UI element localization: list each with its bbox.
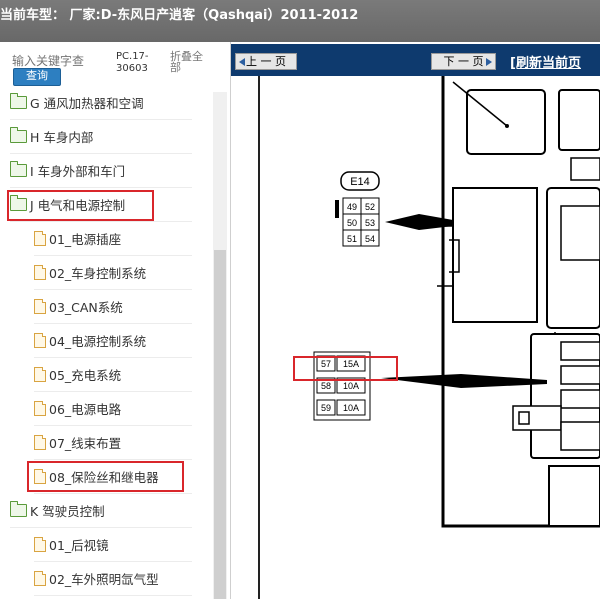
- pin-number: 54: [365, 234, 375, 244]
- tree-leaf-body-control[interactable]: 02_车身控制系统: [34, 256, 192, 290]
- refresh-page-link[interactable]: [刷新当前页: [510, 56, 581, 71]
- document-icon: [34, 265, 46, 280]
- housing-tabs: [437, 225, 453, 287]
- page-margin-line: [258, 76, 260, 599]
- document-icon: [34, 231, 46, 246]
- tree-node-g-hvac[interactable]: G 通风加热器和空调: [10, 86, 192, 120]
- pin-number: 53: [365, 218, 375, 228]
- tree-leaf-label: 08_保险丝和继电器: [49, 470, 159, 485]
- tree-leaf-charging-system[interactable]: 05_充电系统: [34, 358, 192, 392]
- tree-leaf-label: 04_电源控制系统: [49, 334, 147, 349]
- tree-leaf-can-system[interactable]: 03_CAN系统: [34, 290, 192, 324]
- arrow-right-icon: [486, 58, 492, 66]
- housing-latch: [449, 239, 460, 273]
- fuse-number: 59: [321, 403, 331, 413]
- tree-leaf-label: 02_车身控制系统: [49, 266, 147, 281]
- tree-leaf-power-circuit[interactable]: 06_电源电路: [34, 392, 192, 426]
- tree-node-label: H 车身内部: [30, 130, 94, 145]
- tree-leaf-label: 06_电源电路: [49, 402, 122, 417]
- document-icon: [34, 299, 46, 314]
- highlight-box-fuse-57: [293, 356, 398, 381]
- pin-number: 50: [347, 218, 357, 228]
- connector-tag: [340, 171, 380, 191]
- tree-leaf-label: 03_CAN系统: [49, 300, 123, 315]
- leader-line: [452, 81, 508, 127]
- search-input[interactable]: [12, 54, 110, 68]
- pin-number: 51: [347, 234, 357, 244]
- leader-dot: [505, 124, 509, 128]
- next-page-button[interactable]: 下 一 页: [431, 53, 496, 70]
- tree-leaf-label: 02_车外照明氙气型: [49, 572, 159, 587]
- small-block: [570, 157, 600, 181]
- document-icon: [34, 469, 46, 484]
- tree-node-label: K 驾驶员控制: [30, 504, 105, 519]
- tree-node-k-driver-controls[interactable]: K 驾驶员控制: [10, 494, 192, 528]
- window-titlebar: 当前车型： 厂家:D-东风日产逍客（Qashqai）2011-2012: [0, 0, 600, 42]
- tree-node-label: G 通风加热器和空调: [30, 96, 144, 111]
- document-icon: [34, 401, 46, 416]
- pointer-arrow-fuse: [381, 374, 547, 388]
- tree-node-i-exterior[interactable]: I 车身外部和车门: [10, 154, 192, 188]
- bottom-block: [548, 465, 600, 527]
- fuse-rating: 15A: [343, 359, 359, 369]
- tree-leaf-fuses-relays[interactable]: 08_保险丝和继电器: [34, 460, 192, 494]
- pointer-arrow: [385, 214, 453, 230]
- folder-icon: [10, 161, 27, 177]
- tree-leaf-label: 07_线束布置: [49, 436, 122, 451]
- fuse-number: 57: [321, 359, 331, 369]
- tree-leaf-power-outlet[interactable]: 01_电源插座: [34, 222, 192, 256]
- tree-leaf-exterior-lighting[interactable]: 02_车外照明氙气型: [34, 562, 192, 596]
- folder-icon: [10, 127, 27, 143]
- connector-housing: [452, 187, 538, 323]
- search-button[interactable]: 查询: [13, 68, 61, 86]
- prev-page-button[interactable]: 上 一 页: [235, 53, 297, 70]
- pin-key: [335, 200, 339, 218]
- tree-node-j-electrical[interactable]: J 电气和电源控制: [10, 188, 192, 222]
- sidebar: [0, 42, 231, 599]
- tree-leaf-power-control[interactable]: 04_电源控制系统: [34, 324, 192, 358]
- relay-block-right: [558, 89, 600, 151]
- relay-block: [466, 89, 546, 155]
- tree-leaf-label: 01_电源插座: [49, 232, 122, 247]
- tree-leaf-harness-layout[interactable]: 07_线束布置: [34, 426, 192, 460]
- window-title: 当前车型： 厂家:D-东风日产逍客（Qashqai）2011-2012: [0, 8, 359, 23]
- sidebar-scrollbar-thumb[interactable]: [214, 250, 226, 599]
- tree-leaf-label: 01_后视镜: [49, 538, 109, 553]
- fuse-number: 58: [321, 381, 331, 391]
- tree-node-h-interior[interactable]: H 车身内部: [10, 120, 192, 154]
- document-icon: [34, 571, 46, 586]
- folder-open-icon: [10, 195, 27, 211]
- folder-open-icon: [10, 501, 27, 517]
- folder-icon: [10, 93, 27, 109]
- tree-node-label: J 电气和电源控制: [30, 198, 126, 213]
- connector-label: E14: [350, 176, 370, 188]
- document-icon: [34, 333, 46, 348]
- fuse-rating: 10A: [343, 403, 359, 413]
- pin-number: 49: [347, 202, 357, 212]
- collapse-all-button[interactable]: 折叠全部: [170, 50, 203, 74]
- tree-leaf-mirrors[interactable]: 01_后视镜: [34, 528, 192, 562]
- pc-code-label: PC.17- 30603: [116, 51, 149, 74]
- document-icon: [34, 435, 46, 450]
- tree-leaf-label: 05_充电系统: [49, 368, 122, 383]
- fuse-box-diagram: E14 49 52 50 53 51 54 57 15A 58 10A 59 1…: [293, 76, 600, 528]
- right-inner-block: [560, 205, 600, 261]
- tree-node-label: I 车身外部和车门: [30, 164, 126, 179]
- pin-number: 52: [365, 202, 375, 212]
- document-icon: [34, 537, 46, 552]
- fuse-rating: 10A: [343, 381, 359, 391]
- arrow-left-icon: [239, 58, 245, 66]
- document-icon: [34, 367, 46, 382]
